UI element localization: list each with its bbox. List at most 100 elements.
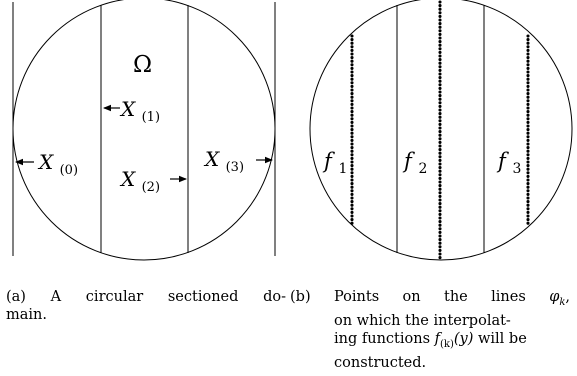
interp-point-line2 bbox=[438, 36, 442, 40]
interp-point-line2 bbox=[438, 194, 442, 198]
interp-point-line2 bbox=[438, 7, 442, 11]
interp-point-line3 bbox=[526, 135, 530, 139]
interp-point-line1 bbox=[350, 102, 354, 106]
interp-point-line1 bbox=[350, 99, 354, 103]
interp-point-line2 bbox=[438, 212, 442, 216]
interp-point-line3 bbox=[526, 182, 530, 186]
interp-point-line2 bbox=[438, 252, 442, 256]
interp-point-line2 bbox=[438, 148, 442, 152]
interp-point-line2 bbox=[438, 245, 442, 249]
label-x3-sub: (3) bbox=[226, 160, 244, 175]
interp-point-line2 bbox=[438, 119, 442, 123]
interp-point-line3 bbox=[526, 74, 530, 78]
interp-point-line1 bbox=[350, 113, 354, 117]
caption-b-f: f bbox=[434, 330, 440, 347]
interp-point-line3 bbox=[526, 66, 530, 70]
label-x0-base: X bbox=[37, 150, 54, 174]
caption-b-comma: , bbox=[565, 289, 571, 305]
interp-point-line3 bbox=[526, 77, 530, 81]
interp-point-line1 bbox=[350, 149, 354, 153]
interp-point-line1 bbox=[350, 66, 354, 70]
caption-a-line1: (a) A circular sectioned do- bbox=[6, 288, 286, 306]
dotted-line-1 bbox=[350, 34, 354, 225]
caption-b-text1: Points on the lines bbox=[334, 289, 550, 305]
caption-b-line1: (b) Points on the lines φk, bbox=[290, 288, 570, 312]
label-f3-sub: 3 bbox=[512, 161, 521, 177]
interp-point-line1 bbox=[350, 106, 354, 110]
caption-b-line4: constructed. bbox=[334, 354, 427, 371]
interp-point-line2 bbox=[438, 86, 442, 90]
interp-point-line1 bbox=[350, 182, 354, 186]
caption-b-f-sub: (k) bbox=[440, 338, 454, 350]
interp-point-line3 bbox=[526, 185, 530, 189]
interp-point-line1 bbox=[350, 174, 354, 178]
interp-point-line2 bbox=[438, 122, 442, 126]
interp-point-line3 bbox=[526, 120, 530, 124]
interp-point-line3 bbox=[526, 110, 530, 114]
interp-point-line1 bbox=[350, 38, 354, 42]
interp-point-line1 bbox=[350, 74, 354, 78]
interp-point-line3 bbox=[526, 153, 530, 157]
interp-point-line1 bbox=[350, 117, 354, 121]
interp-point-line1 bbox=[350, 210, 354, 214]
interp-point-line1 bbox=[350, 34, 354, 38]
interp-point-line3 bbox=[526, 38, 530, 42]
interp-point-line2 bbox=[438, 18, 442, 22]
interp-point-line2 bbox=[438, 4, 442, 8]
interp-point-line2 bbox=[438, 72, 442, 76]
caption-b-phi: φ bbox=[549, 289, 560, 305]
interp-point-line2 bbox=[438, 140, 442, 144]
interp-point-line2 bbox=[438, 112, 442, 116]
interp-point-line2 bbox=[438, 184, 442, 188]
interp-point-line2 bbox=[438, 68, 442, 72]
label-x3-base: X bbox=[203, 147, 220, 171]
interp-point-line1 bbox=[350, 124, 354, 128]
interp-point-line3 bbox=[526, 142, 530, 146]
label-f3-base: f bbox=[496, 149, 509, 173]
interp-point-line2 bbox=[438, 40, 442, 44]
interp-point-line1 bbox=[350, 207, 354, 211]
label-f1-sub: 1 bbox=[338, 161, 347, 177]
interp-point-line1 bbox=[350, 59, 354, 63]
label-f2-base: f bbox=[402, 149, 415, 173]
interp-point-line3 bbox=[526, 156, 530, 160]
interp-point-line3 bbox=[526, 178, 530, 182]
interp-point-line3 bbox=[526, 48, 530, 52]
interp-point-line3 bbox=[526, 59, 530, 63]
interp-point-line1 bbox=[350, 171, 354, 175]
label-x2-base: X bbox=[119, 167, 136, 191]
interp-point-line2 bbox=[438, 90, 442, 94]
circle-domain-b bbox=[309, 0, 573, 261]
interp-point-line3 bbox=[526, 196, 530, 200]
interp-point-line2 bbox=[438, 25, 442, 29]
interp-point-line2 bbox=[438, 50, 442, 54]
interp-point-line2 bbox=[438, 108, 442, 112]
interp-point-line2 bbox=[438, 173, 442, 177]
interp-point-line2 bbox=[438, 256, 442, 260]
interp-point-line2 bbox=[438, 187, 442, 191]
interp-point-line1 bbox=[350, 88, 354, 92]
caption-b-line3: ing functions f(k)(y) will be bbox=[290, 330, 570, 354]
interp-point-line2 bbox=[438, 97, 442, 101]
interp-point-line3 bbox=[526, 45, 530, 49]
interp-point-line2 bbox=[438, 0, 442, 4]
interp-point-line1 bbox=[350, 77, 354, 81]
dotted-line-3 bbox=[526, 34, 530, 225]
interp-point-line1 bbox=[350, 138, 354, 142]
interp-point-line3 bbox=[526, 171, 530, 175]
interp-point-line1 bbox=[350, 48, 354, 52]
interp-point-line2 bbox=[438, 115, 442, 119]
interp-point-line2 bbox=[438, 43, 442, 47]
interp-point-line1 bbox=[350, 95, 354, 99]
interp-point-line3 bbox=[526, 84, 530, 88]
interp-point-line3 bbox=[526, 128, 530, 132]
interp-point-line1 bbox=[350, 221, 354, 225]
omega-label: Ω bbox=[133, 52, 152, 78]
interp-point-line3 bbox=[526, 95, 530, 99]
interp-point-line1 bbox=[350, 156, 354, 160]
interp-point-line2 bbox=[438, 234, 442, 238]
interp-point-line2 bbox=[438, 155, 442, 159]
label-f1: f 1 bbox=[322, 149, 347, 177]
panel-a: Ω X (0) X (1) X (2) X (3) bbox=[12, 0, 276, 261]
interp-point-line1 bbox=[350, 84, 354, 88]
